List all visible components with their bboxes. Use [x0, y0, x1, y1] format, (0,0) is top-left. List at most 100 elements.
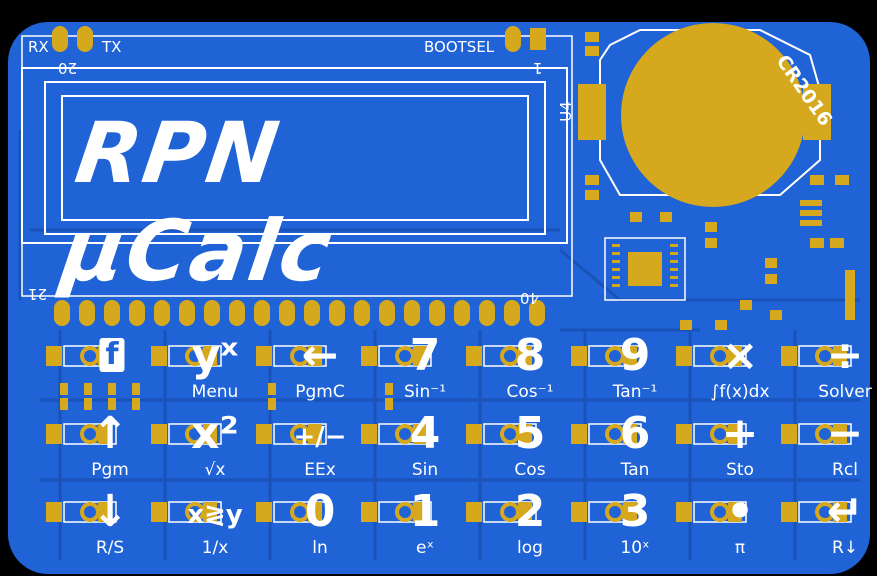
key-main-label: 5	[514, 408, 546, 459]
display-window	[44, 81, 546, 235]
pin1-label: 1	[533, 59, 543, 77]
pin20-label: 20	[58, 59, 78, 77]
key-shift-label: Sin	[411, 460, 439, 480]
key-shift-label: Pgm	[91, 460, 129, 480]
key-0-7[interactable]: ÷Solver	[775, 332, 875, 402]
key-2-0[interactable]: ↓R/S	[40, 488, 140, 558]
key-switch-pads	[571, 345, 642, 367]
key-2-7[interactable]: ↵R↓	[775, 488, 875, 558]
key-1-1[interactable]: x²√x	[145, 410, 245, 480]
key-shift-label: 10ˣ	[620, 538, 650, 558]
pin21-label: 21	[28, 285, 48, 303]
key-switch-pads	[781, 501, 852, 523]
key-main-label: 4	[409, 408, 441, 459]
key-0-2[interactable]: ←PgmC	[250, 332, 350, 402]
key-shift-label: Menu	[191, 382, 239, 402]
key-switch-pads	[46, 423, 117, 445]
key-shift-label: Tan⁻¹	[612, 382, 658, 402]
key-shift-label: Cos	[514, 460, 546, 480]
key-switch-pads	[571, 423, 642, 445]
u4-label: U4	[556, 101, 575, 122]
key-shift-label: ∫f(x)dx	[710, 382, 770, 402]
key-main-label: ÷	[826, 330, 864, 381]
key-shift-label: R↓	[831, 538, 859, 558]
key-main-label: x≷y	[187, 500, 243, 530]
key-switch-pads	[256, 423, 327, 445]
key-switch-pads	[781, 423, 852, 445]
key-main-label: ←	[301, 330, 339, 381]
key-switch-pads	[151, 423, 222, 445]
key-shift-label: PgmC	[295, 382, 345, 402]
key-main-label: ×	[721, 330, 759, 381]
key-main-label: 6	[619, 408, 651, 459]
f-key-pads	[60, 383, 393, 410]
battery-coin-cell	[621, 23, 805, 207]
key-1-6[interactable]: +Sto	[670, 410, 770, 480]
key-1-0[interactable]: ↑Pgm	[40, 410, 140, 480]
key-2-1[interactable]: x≷y 1/x	[145, 488, 245, 558]
key-switch-pads	[256, 501, 327, 523]
key-switch-pads	[676, 345, 747, 367]
key-shift-label: Sto	[726, 460, 754, 480]
key-switch-pads	[256, 345, 327, 367]
key-switch-pads	[466, 423, 537, 445]
key-shift-label: eˣ	[415, 538, 435, 558]
tx-label: TX	[102, 38, 122, 56]
key-shift-label: 1/x	[201, 538, 229, 558]
bottom-header-pads	[54, 300, 545, 326]
key-main-label: 1	[409, 486, 441, 537]
key-shift-label: Tan	[620, 460, 650, 480]
key-main-label: +/−	[293, 422, 347, 452]
key-main-label: 9	[619, 330, 651, 381]
key-0-0[interactable]: f	[40, 332, 140, 402]
key-switch-pads	[361, 345, 432, 367]
key-switch-pads	[151, 345, 222, 367]
key-switch-pads	[571, 501, 642, 523]
key-shift-label: Rcl	[832, 460, 858, 480]
key-main-label: ↵	[826, 486, 864, 537]
microcontroller-chip	[604, 237, 686, 301]
key-main-label: 8	[514, 330, 546, 381]
key-main-label: x²	[191, 408, 239, 459]
key-main-label: ↑	[91, 408, 129, 459]
key-main-label: f	[99, 338, 125, 372]
brand-text: RPN µCalc	[56, 104, 339, 300]
key-1-7[interactable]: −Rcl	[775, 410, 875, 480]
key-switch-pads	[151, 501, 222, 523]
key-1-2[interactable]: +/−EEx	[250, 410, 350, 480]
key-switch-pads	[361, 423, 432, 445]
top-header-pads	[52, 26, 546, 52]
key-switch-pads	[466, 345, 537, 367]
key-shift-label: Cos⁻¹	[506, 382, 554, 402]
key-main-label: yˣ	[191, 330, 239, 381]
key-switch-pads	[46, 501, 117, 523]
key-shift-label: Sin⁻¹	[403, 382, 447, 402]
key-0-6[interactable]: ×∫f(x)dx	[670, 332, 770, 402]
key-shift-label: π	[734, 538, 746, 558]
key-2-6[interactable]: •π	[670, 488, 770, 558]
key-switch-pads	[676, 423, 747, 445]
key-shift-label: ln	[312, 538, 328, 558]
smd-components	[585, 32, 855, 330]
button-pad-grid	[46, 345, 852, 523]
rx-label: RX	[28, 38, 49, 56]
battery-holder	[578, 23, 831, 207]
key-main-label: •	[725, 486, 755, 537]
key-main-label: 0	[304, 486, 336, 537]
key-main-label: 2	[514, 486, 546, 537]
key-shift-label: log	[517, 538, 543, 558]
key-shift-label: Solver	[818, 382, 872, 402]
key-main-label: +	[721, 408, 759, 459]
